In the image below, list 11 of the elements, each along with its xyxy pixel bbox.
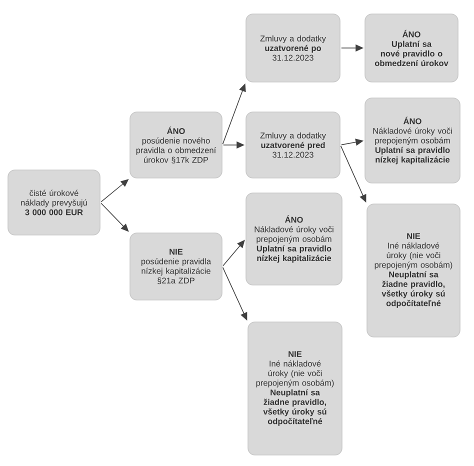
decision-box: ÁNO Uplatní sa nové pravidlo o obmedzení úrokov	[364, 14, 458, 82]
decision-box: ÁNO posúdenie nového pravidla o obmedzení úrokov §17k ZDP	[130, 112, 222, 178]
arrow	[100, 202, 129, 232]
decision-box: ÁNO Nákladové úroky voči prepojeným osobám Uplatní sa pravidlo nízkej kapitalizácie	[364, 98, 460, 184]
decision-box: Zmluvy a dodatky uzatvorené po 31.12.2023	[246, 14, 340, 82]
decision-box: NIE Iné nákladové úroky (nie voči prepojeným osobám) Neuplatní sa žiadne pravidlo, všetky úroky sú odpočítateľné	[248, 322, 342, 456]
decision-box: ÁNO Nákladové úroky voči prepojeným osobám Uplatní sa pravidlo nízkej kapitalizácie	[246, 192, 342, 286]
decision-box: NIE posúdenie pravidla nízkej kapitalizácie §21a ZDP	[130, 232, 222, 300]
decision-box: čisté úrokové náklady prevyšujú 3 000 000 EUR	[8, 170, 100, 236]
decision-box: NIE Iné nákladové úroky (nie voči prepojeným osobám) Neuplatní sa žiadne pravidlo, všetky úroky sú odpočítateľné	[366, 204, 460, 338]
decision-box: Zmluvy a dodatky uzatvorené pred 31.12.2023	[246, 112, 340, 178]
